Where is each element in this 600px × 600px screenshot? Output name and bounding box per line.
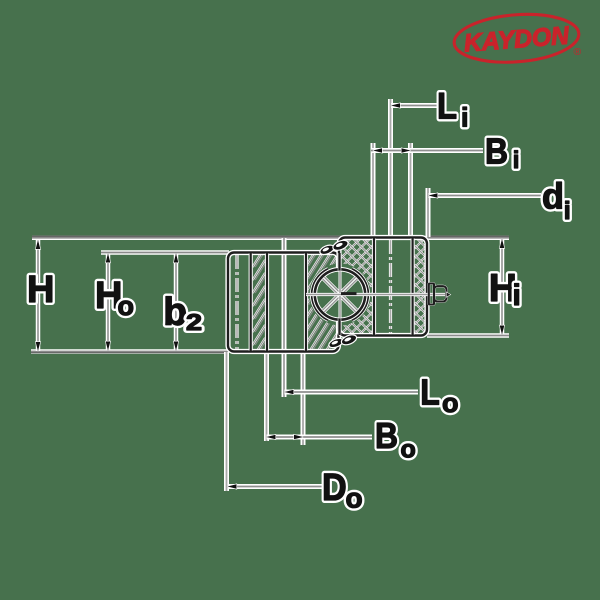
svg-text:i: i [513,147,520,174]
svg-text:d: d [542,176,564,217]
svg-text:B: B [375,415,398,456]
svg-text:i: i [564,197,571,225]
svg-text:i: i [461,103,469,133]
svg-text:b: b [163,291,187,334]
svg-text:o: o [442,388,459,418]
svg-text:H: H [489,267,517,310]
svg-text:o: o [346,483,363,514]
svg-text:L: L [420,372,440,413]
svg-text:H: H [27,269,54,311]
svg-text:i: i [513,279,521,312]
svg-text:®: ® [574,46,582,58]
svg-text:d: d [542,176,564,217]
svg-text:B: B [375,415,398,456]
svg-text:B: B [485,131,508,172]
svg-text:H: H [95,275,122,317]
svg-text:2: 2 [186,309,202,335]
svg-text:L: L [437,86,457,127]
svg-text:L: L [437,86,457,127]
svg-text:D: D [322,467,347,509]
svg-text:o: o [346,483,363,514]
svg-text:o: o [442,388,459,418]
svg-text:L: L [420,372,440,413]
svg-text:D: D [322,467,347,509]
svg-text:i: i [513,147,520,174]
svg-text:o: o [118,291,135,321]
svg-text:o: o [118,291,135,321]
svg-text:o: o [401,436,416,464]
svg-text:i: i [461,103,469,133]
svg-text:H: H [27,269,54,311]
svg-text:B: B [485,131,508,172]
svg-text:H: H [95,275,122,317]
svg-text:i: i [564,197,571,225]
svg-text:i: i [513,279,521,312]
svg-text:b: b [163,291,187,334]
svg-text:H: H [489,267,517,310]
svg-text:2: 2 [186,309,202,335]
svg-text:o: o [401,436,416,464]
